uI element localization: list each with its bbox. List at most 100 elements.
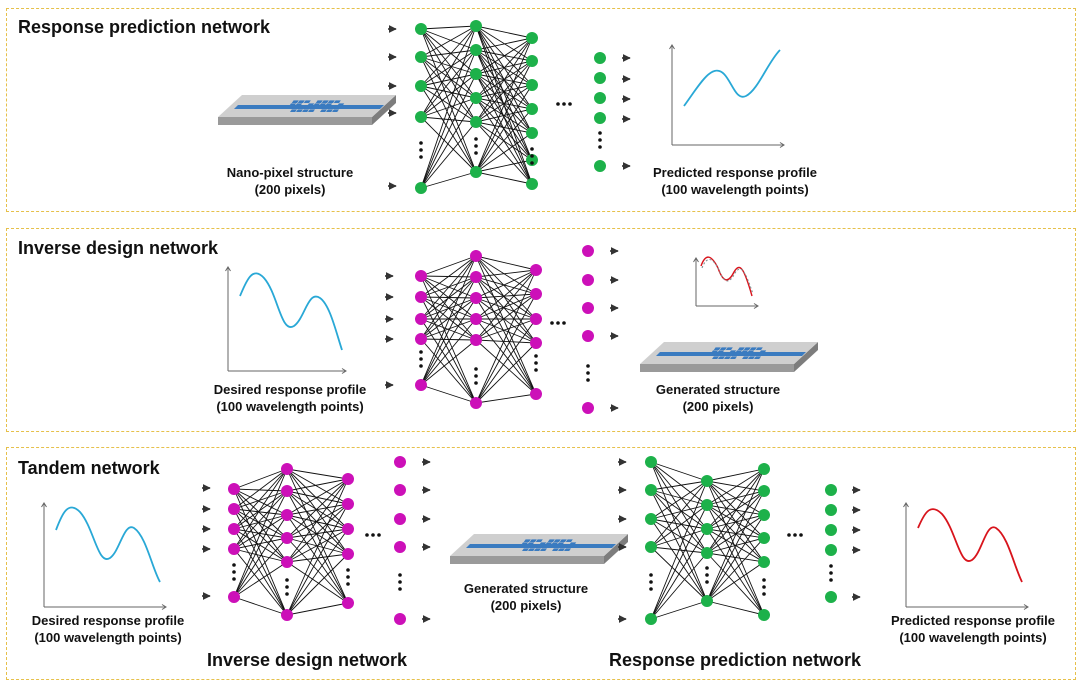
pixel <box>542 545 550 548</box>
connection <box>420 318 477 341</box>
neuron <box>342 498 354 510</box>
y-arrow <box>41 502 47 508</box>
pixel <box>747 350 755 353</box>
x-arrow <box>161 604 167 610</box>
connection <box>420 28 477 99</box>
vdots <box>762 578 766 596</box>
connection <box>475 37 533 173</box>
x-arrow <box>779 142 785 148</box>
dot <box>371 533 375 537</box>
neuron <box>415 379 427 391</box>
dot <box>365 533 369 537</box>
connection <box>475 269 537 299</box>
neuron <box>342 548 354 560</box>
connection <box>420 318 477 386</box>
pixel <box>325 103 333 106</box>
pixel <box>320 109 327 112</box>
connection <box>475 339 537 344</box>
neuron <box>758 609 770 621</box>
connection <box>286 468 349 555</box>
connection <box>420 116 477 173</box>
dot <box>398 587 402 591</box>
dot <box>598 138 602 142</box>
caption-generated-structure: Generated structure (200 pixels) <box>655 382 781 414</box>
connection <box>420 49 477 58</box>
connection <box>420 318 477 340</box>
dot <box>586 371 590 375</box>
connection <box>420 255 477 386</box>
dot <box>419 155 423 159</box>
dot <box>787 533 791 537</box>
neuron <box>825 591 837 603</box>
pixel-pattern <box>518 539 577 551</box>
mini-target-curve <box>701 259 754 295</box>
y-arrow <box>669 44 675 50</box>
mini-predicted-curve <box>700 256 753 297</box>
neuron <box>415 291 427 303</box>
connection <box>475 60 533 123</box>
neuron <box>526 55 538 67</box>
connection <box>706 490 765 602</box>
connection <box>420 296 477 404</box>
hdots <box>550 321 566 325</box>
neuron <box>394 613 406 625</box>
neuron <box>342 597 354 609</box>
connection <box>650 480 708 620</box>
connection <box>420 28 477 75</box>
pixel <box>527 542 535 545</box>
pixel <box>304 106 312 109</box>
vdots <box>829 564 833 582</box>
dot <box>474 137 478 141</box>
neuron <box>470 116 482 128</box>
neuron <box>470 313 482 325</box>
neuron <box>526 154 538 166</box>
connection <box>286 528 349 563</box>
connection <box>233 528 288 563</box>
y-arrow <box>693 257 699 263</box>
neuron <box>342 473 354 485</box>
neuron <box>645 541 657 553</box>
tandem-response-output <box>825 484 837 603</box>
pixel <box>748 356 755 359</box>
neuron <box>594 72 606 84</box>
neuron <box>758 532 770 544</box>
pixel <box>743 347 751 350</box>
connection <box>650 528 708 620</box>
pixel <box>742 356 749 359</box>
dot <box>799 533 803 537</box>
pixel <box>536 545 544 548</box>
pixel <box>717 350 725 353</box>
neuron <box>415 333 427 345</box>
connection <box>475 37 533 123</box>
panel-tandem <box>6 447 1076 680</box>
connection <box>475 37 533 75</box>
connection <box>650 504 708 548</box>
dot <box>705 580 709 584</box>
dot <box>534 361 538 365</box>
pixel <box>726 353 734 356</box>
vdots <box>419 141 423 159</box>
connection <box>650 518 708 602</box>
connection <box>420 85 477 99</box>
x-arrow <box>341 368 347 374</box>
neuron <box>594 160 606 172</box>
dot <box>419 350 423 354</box>
caption-tandem-predicted-response: Predicted response profile (100 waveleng… <box>891 613 1055 645</box>
connection <box>706 537 765 602</box>
pixel <box>290 109 297 112</box>
pixel <box>534 548 541 551</box>
dot <box>556 102 560 106</box>
vdots <box>232 563 236 581</box>
connection <box>233 548 288 616</box>
connection <box>233 468 288 598</box>
pixel <box>711 350 719 353</box>
dot <box>598 131 602 135</box>
neuron <box>582 302 594 314</box>
label-tandem-inverse-design-network: Inverse design network <box>207 650 408 670</box>
pixel <box>286 106 294 109</box>
connection <box>420 384 477 404</box>
label-tandem-response-prediction-network: Response prediction network <box>609 650 862 670</box>
connection <box>650 528 708 548</box>
neuron <box>530 288 542 300</box>
chip-side <box>604 534 628 564</box>
